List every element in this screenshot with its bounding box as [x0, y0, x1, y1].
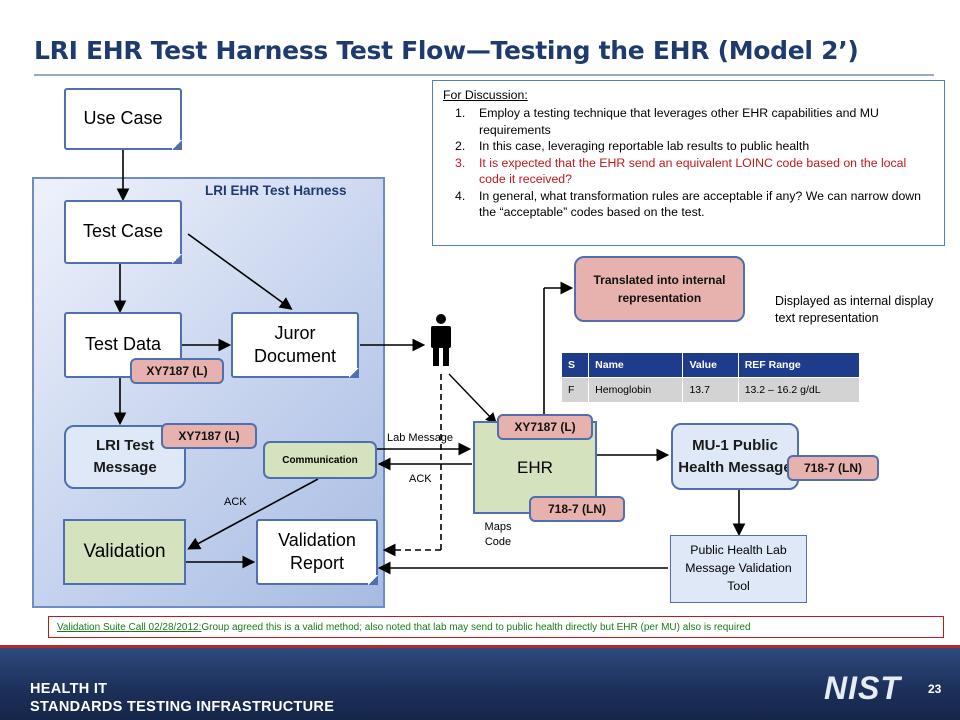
list-number: 4.: [455, 188, 466, 203]
list-item-text: It is expected that the EHR send an equi…: [479, 155, 907, 187]
ack-label-left: ACK: [224, 496, 247, 508]
table-header: S: [562, 353, 589, 378]
lab-result-table: S Name Value REF Range F Hemoglobin 13.7…: [562, 353, 859, 402]
test-case-label: Test Case: [82, 221, 164, 242]
table-row: F Hemoglobin 13.7 13.2 – 16.2 g/dL: [562, 377, 859, 402]
table-cell: 13.7: [682, 377, 739, 402]
lab-message-label: Lab Message: [387, 432, 454, 444]
juror-document-box: Juror Document: [231, 312, 359, 378]
list-item-text: In this case, leveraging reportable lab …: [479, 139, 810, 154]
list-number: 1.: [455, 106, 466, 121]
page-title: LRI EHR Test Harness Test Flow—Testing t…: [34, 36, 859, 65]
validation-box: Validation: [63, 519, 186, 585]
table-header: Value: [682, 353, 739, 378]
list-item: 1. Employ a testing technique that levera…: [443, 105, 934, 138]
code-badge-ehr-local: XY7187 (L): [497, 414, 593, 440]
arrow-testcase-juror: [187, 233, 293, 310]
code-badge-ehr-loinc: 718-7 (LN): [529, 496, 625, 522]
title-divider: [34, 74, 934, 76]
footer-bar: [0, 648, 960, 720]
validation-suite-note-text: Group agreed this is a valid method; als…: [201, 621, 751, 633]
code-badge-mu1: 718-7 (LN): [787, 455, 879, 481]
table-cell: Hemoglobin: [588, 377, 683, 402]
test-case-box: Test Case: [64, 200, 182, 264]
translated-representation-box: Translated into internal representation: [574, 256, 745, 322]
validation-suite-note: Validation Suite Call 02/28/2012: Group …: [48, 616, 944, 638]
footer-divider: [0, 645, 960, 648]
page-number: 23: [928, 682, 942, 696]
mu1-public-health-message-box: MU-1 Public Health Message: [671, 423, 799, 490]
discussion-heading: For Discussion:: [443, 88, 528, 102]
use-case-box: Use Case: [64, 88, 182, 150]
fold-corner-icon: [368, 575, 378, 585]
list-item: 4. In general, what transformation rules …: [443, 188, 934, 221]
code-badge-test-data: XY7187 (L): [130, 358, 224, 384]
test-data-label: Test Data: [84, 334, 162, 355]
validation-report-box: Validation Report: [256, 519, 378, 585]
communication-box: Communication: [263, 441, 377, 479]
maps-code-label: Maps Code: [484, 521, 512, 548]
code-badge-lri: XY7187 (L): [161, 423, 257, 449]
discussion-note: For Discussion: 1. Employ a testing techn…: [432, 80, 945, 246]
table-header-row: S Name Value REF Range: [562, 353, 859, 378]
list-number: 2.: [455, 139, 466, 154]
fold-corner-icon: [172, 140, 182, 150]
footer-line-1: HEALTH IT: [30, 681, 108, 697]
display-text-note: Displayed as internal display text repre…: [775, 294, 934, 325]
list-item-text: Employ a testing technique that leverage…: [479, 106, 879, 137]
discussion-list: 1. Employ a testing technique that levera…: [443, 105, 934, 220]
table-cell: F: [562, 377, 589, 402]
validation-tool-box: Public Health Lab Message Validation Too…: [670, 535, 807, 603]
ack-label-right: ACK: [409, 473, 432, 485]
fold-corner-icon: [349, 368, 359, 378]
list-item: 2. In this case, leveraging reportable la…: [443, 138, 934, 154]
fold-corner-icon: [172, 254, 182, 264]
list-number: 3.: [455, 155, 466, 170]
use-case-label: Use Case: [83, 108, 163, 129]
juror-document-label: Juror Document: [253, 322, 337, 366]
person-icon: [431, 314, 451, 366]
nist-logo: NIST: [824, 670, 901, 706]
list-item-highlight: 3. It is expected that the EHR send an eq…: [443, 155, 934, 188]
lri-test-message-label: LRI Test Message: [93, 437, 157, 476]
validation-report-label: Validation Report: [278, 529, 356, 573]
validation-suite-call-date: Validation Suite Call 02/28/2012:: [57, 621, 202, 633]
arrow-comm-validation: [187, 478, 319, 550]
mu1-message-label: MU-1 Public Health Message: [678, 436, 792, 476]
harness-label: LRI EHR Test Harness: [205, 183, 347, 198]
arrow-person-ehr: [448, 373, 497, 425]
table-header: REF Range: [737, 353, 859, 378]
footer-line-2: STANDARDS TESTING INFRASTRUCTURE: [30, 699, 335, 716]
list-item-text: In general, what transformation rules ar…: [479, 188, 922, 220]
table-header: Name: [588, 353, 683, 378]
footer-brand: HEALTH IT STANDARDS TESTING INFRASTRUCTU…: [30, 680, 334, 716]
table-cell: 13.2 – 16.2 g/dL: [737, 377, 859, 402]
